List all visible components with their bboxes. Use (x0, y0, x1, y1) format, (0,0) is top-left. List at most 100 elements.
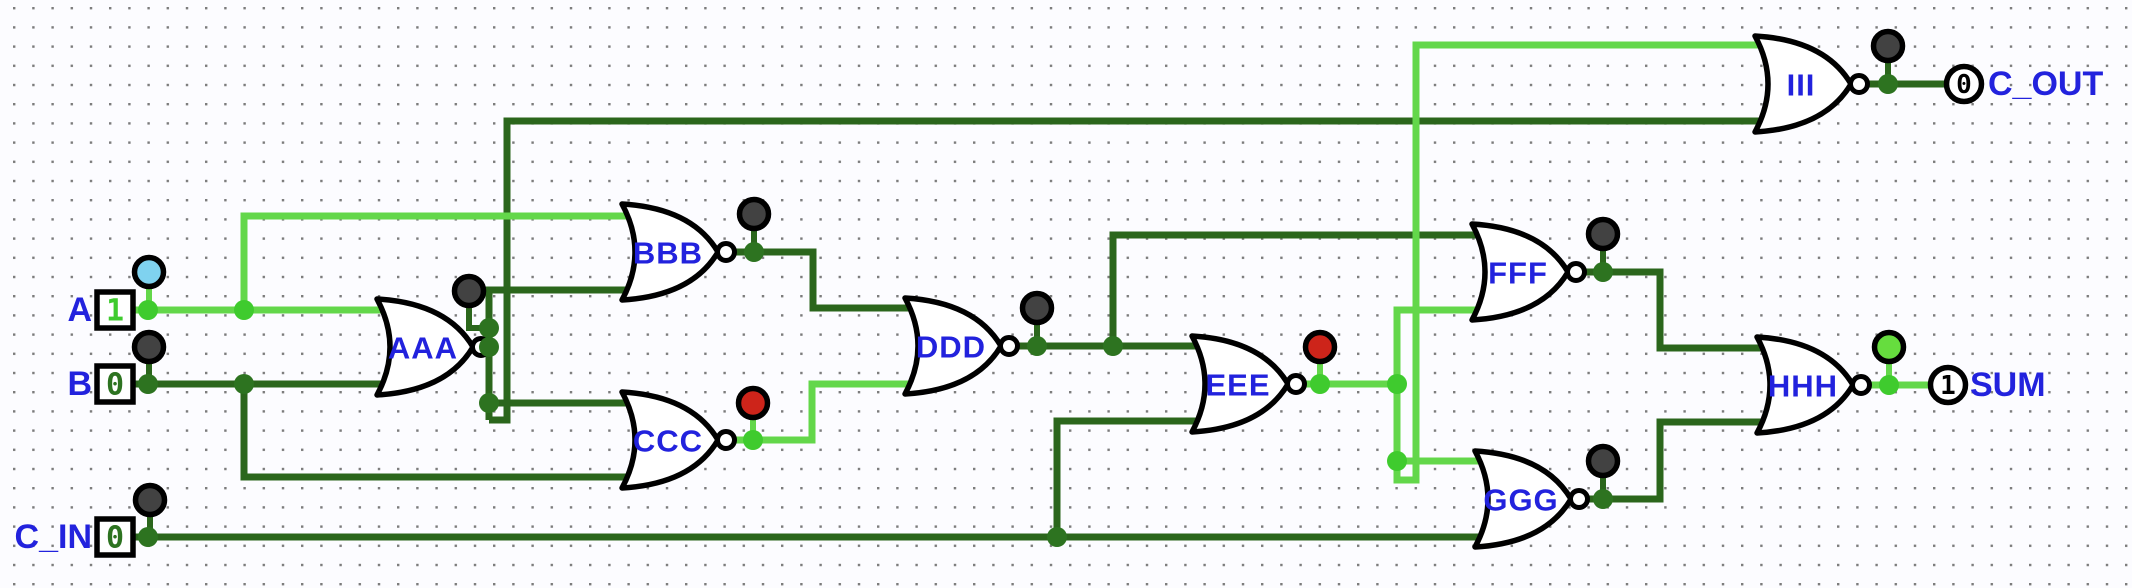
wire-aaa_out[interactable] (489, 117, 1761, 424)
wire-junction (1879, 375, 1899, 395)
wire-junction (1593, 489, 1613, 509)
wire-eee_out[interactable] (1393, 306, 1478, 384)
gate-label: III (1787, 68, 1816, 103)
gate-hhh[interactable]: HHH (1754, 334, 1872, 436)
probe-ddd-icon[interactable] (1019, 290, 1055, 326)
gate-label: HHH (1768, 369, 1838, 404)
input-value: 1 (106, 294, 124, 329)
wire-eee_out[interactable] (1393, 41, 1761, 484)
output-label: C_OUT (1988, 65, 2103, 103)
inversion-bubble-icon (1850, 374, 1872, 396)
nor-gate-body (1189, 333, 1291, 435)
inversion-bubble-icon (998, 335, 1020, 357)
gate-label: EEE (1205, 368, 1270, 403)
gate-label: AAA (388, 331, 458, 366)
wire-ccc_out[interactable] (734, 380, 911, 444)
wire-c_in[interactable] (1053, 417, 1198, 537)
input-label: A (67, 291, 92, 329)
probe-ggg-icon[interactable] (1585, 443, 1621, 479)
inversion-bubble-icon (1565, 261, 1587, 283)
wire-junction (138, 527, 158, 547)
inversion-bubble-icon (1568, 488, 1590, 510)
probe-iii-icon[interactable] (1870, 28, 1906, 64)
wire-junction (138, 300, 158, 320)
input-value: 0 (106, 521, 124, 556)
nor-gate-body (1472, 448, 1574, 550)
gate-label: BBB (633, 236, 703, 271)
probe-a-icon[interactable] (131, 254, 167, 290)
input-value: 0 (106, 368, 124, 403)
wire-junction (744, 242, 764, 262)
wire-junction (1878, 74, 1898, 94)
wire-b[interactable] (240, 384, 628, 481)
nor-gate-body (902, 295, 1004, 397)
gate-iii[interactable]: III (1752, 33, 1870, 135)
wire-junction (1047, 527, 1067, 547)
gate-fff[interactable]: FFF (1469, 221, 1587, 323)
inversion-bubble-icon (715, 429, 737, 451)
gate-aaa[interactable]: AAA (374, 296, 492, 398)
gate-ddd[interactable]: DDD (902, 295, 1020, 397)
output-label: SUM (1970, 366, 2046, 404)
wire-aaa_out[interactable] (485, 286, 628, 420)
input-label: B (67, 365, 92, 403)
probe-bbb-icon[interactable] (736, 196, 772, 232)
output-value: 0 (1956, 70, 1972, 100)
probe-eee-icon[interactable] (1302, 329, 1338, 365)
wire-ggg_out[interactable] (1587, 418, 1763, 503)
wire-junction (479, 337, 499, 357)
gate-bbb[interactable]: BBB (619, 201, 737, 303)
gate-ccc[interactable]: CCC (619, 389, 737, 491)
gate-label: DDD (916, 330, 986, 365)
wire-junction (479, 393, 499, 413)
wire-junction (138, 374, 158, 394)
wire-junction (1593, 262, 1613, 282)
input-toggle-box[interactable] (94, 516, 136, 558)
wire-ddd_out[interactable] (1109, 231, 1478, 346)
wire-junction (1103, 336, 1123, 356)
wire-a[interactable] (240, 212, 628, 310)
input-toggle-box[interactable] (94, 289, 136, 331)
output-node[interactable] (1943, 63, 1985, 105)
wire-junction (1310, 374, 1330, 394)
wire-junction (1387, 374, 1407, 394)
nor-gate-body (619, 389, 721, 491)
wire-bbb_out[interactable] (734, 248, 911, 312)
output-value: 1 (1940, 371, 1956, 401)
nor-gate-body (1469, 221, 1571, 323)
gate-ggg[interactable]: GGG (1472, 448, 1590, 550)
nor-gate-body (1754, 334, 1856, 436)
wire-junction (1027, 336, 1047, 356)
wire-junction (1387, 451, 1407, 471)
output-c_out[interactable]: 0 C_OUT (1943, 63, 2104, 105)
inversion-bubble-icon (1848, 73, 1870, 95)
probe-fff-icon[interactable] (1585, 216, 1621, 252)
gate-eee[interactable]: EEE (1189, 333, 1307, 435)
probe-aaa-icon[interactable] (451, 273, 487, 309)
nor-gate-body (1752, 33, 1854, 135)
inversion-bubble-icon (1285, 373, 1307, 395)
input-label: C_IN (15, 518, 92, 556)
gate-label: GGG (1483, 483, 1558, 518)
output-node[interactable] (1927, 364, 1969, 406)
output-sum[interactable]: 1 SUM (1927, 364, 2046, 406)
wire-junction (743, 430, 763, 450)
wire-junction (479, 318, 499, 338)
probe-hhh-icon[interactable] (1871, 329, 1907, 365)
probe-c_in-icon[interactable] (132, 482, 168, 518)
input-c_in[interactable]: C_IN 0 (15, 516, 136, 558)
wire-junction (234, 374, 254, 394)
wire-fff_out[interactable] (1584, 268, 1763, 352)
gate-label: CCC (633, 424, 703, 459)
gate-label: FFF (1488, 256, 1548, 291)
nor-gate-body (619, 201, 721, 303)
input-toggle-box[interactable] (94, 363, 136, 405)
probe-b-icon[interactable] (131, 329, 167, 365)
wire-junction (234, 300, 254, 320)
inversion-bubble-icon (715, 241, 737, 263)
probe-ccc-icon[interactable] (735, 385, 771, 421)
